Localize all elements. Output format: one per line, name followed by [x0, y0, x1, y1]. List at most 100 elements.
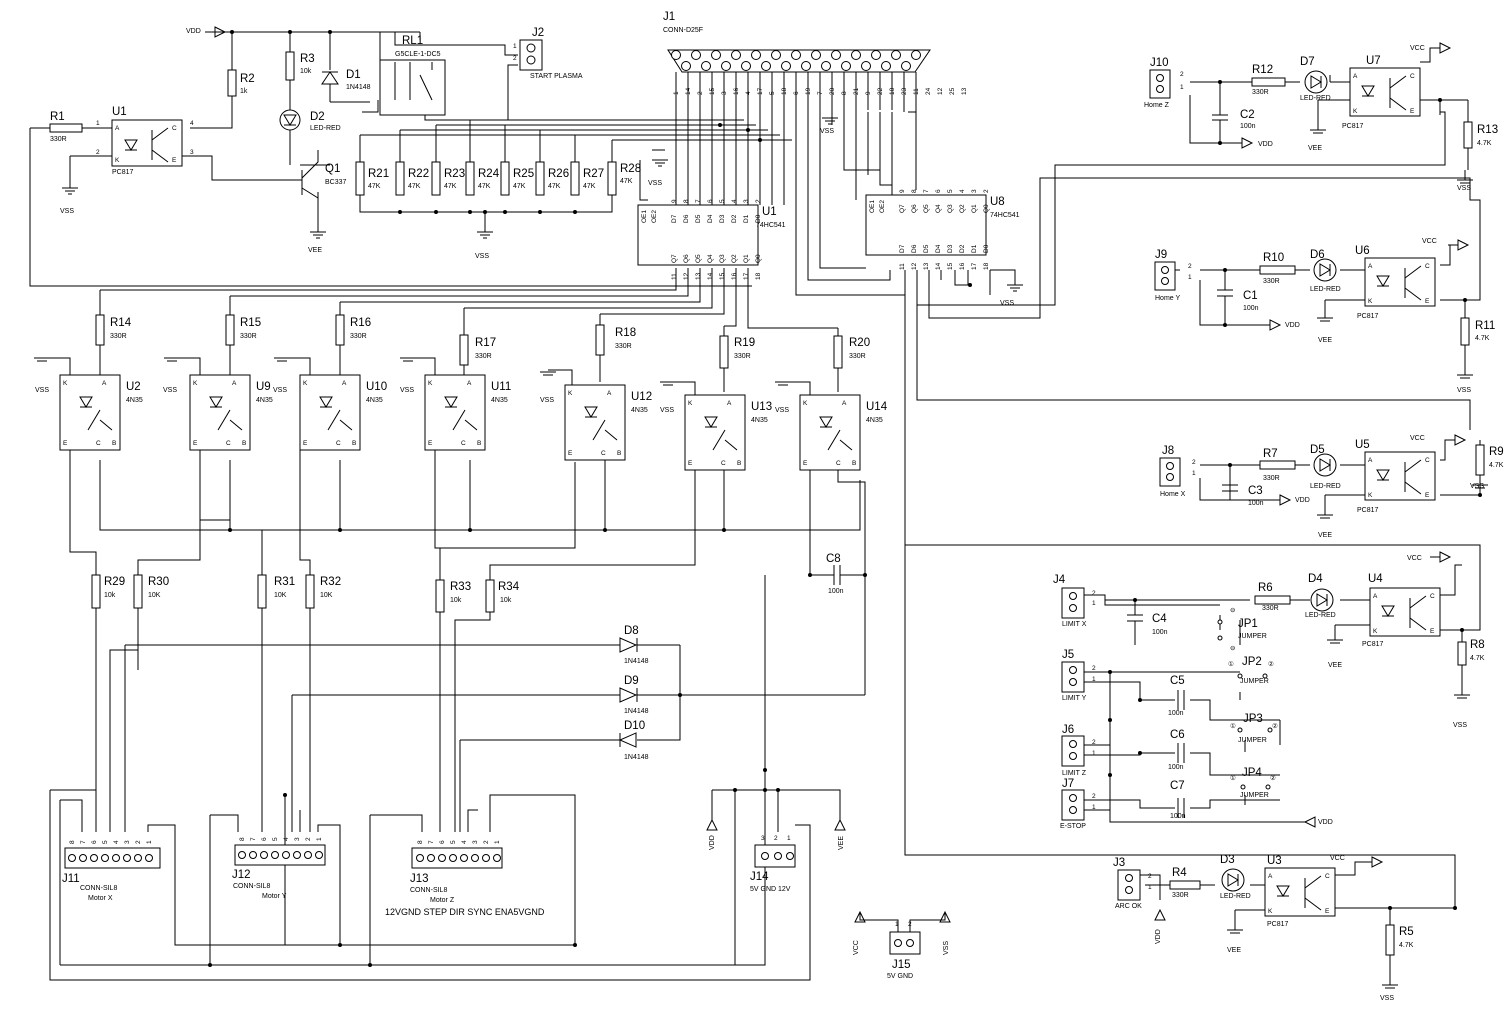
- svg-text:1: 1: [1192, 470, 1196, 477]
- vss-symbol: VSS: [1453, 694, 1470, 729]
- ic-pin-label: Q3: [947, 204, 954, 213]
- vcc-symbol: VCC: [1410, 434, 1467, 446]
- sil-pin-hole: [293, 851, 301, 859]
- j1-pin-hole: [871, 50, 881, 60]
- svg-text:U7: U7: [1366, 55, 1381, 67]
- svg-text:330R: 330R: [110, 333, 127, 340]
- svg-text:U4: U4: [1368, 573, 1383, 585]
- svg-text:100n: 100n: [1170, 813, 1186, 820]
- ic-u8-74hc541: U8 74HC541 Q7D7911Q6D6812Q5D5713Q4D4614Q…: [865, 189, 1020, 270]
- ic-pin-number: 11: [671, 273, 678, 280]
- j1-pin-number: 23: [901, 87, 908, 95]
- svg-text:1N4148: 1N4148: [624, 658, 649, 665]
- ic-pin-label: D6: [683, 214, 690, 223]
- svg-text:R15: R15: [240, 317, 261, 329]
- ic-pin-number: 18: [983, 262, 990, 270]
- sil-pin-number: 6: [439, 840, 446, 844]
- svg-text:VSS: VSS: [540, 397, 554, 404]
- svg-text:C3: C3: [1248, 485, 1263, 497]
- svg-text:10k: 10k: [104, 592, 116, 599]
- svg-text:100n: 100n: [1152, 629, 1168, 636]
- svg-text:U14: U14: [866, 401, 888, 413]
- vdd-symbol: VDD: [1300, 816, 1333, 828]
- ic-pin-label: Q6: [911, 204, 918, 213]
- ic-pin-number: 13: [923, 262, 930, 270]
- sil-pin-number: 5: [450, 840, 457, 844]
- ic-pin-label: Q6: [683, 254, 690, 263]
- svg-text:①: ①: [1230, 774, 1236, 782]
- ic-pin-number: 2: [755, 199, 762, 203]
- svg-text:R20: R20: [849, 337, 870, 349]
- j1-pin-number: 24: [925, 87, 932, 95]
- ic-pin-label: OE1: [869, 200, 876, 213]
- svg-text:R10: R10: [1263, 252, 1284, 264]
- connector-j2: 12 J2 START PLASMA: [513, 27, 583, 80]
- svg-text:U2: U2: [126, 381, 141, 393]
- svg-text:B: B: [242, 440, 246, 447]
- svg-text:VEE: VEE: [1318, 337, 1332, 344]
- svg-text:ARC OK: ARC OK: [1115, 903, 1142, 910]
- sil-pin-hole: [101, 854, 109, 862]
- ic-pin-number: 6: [707, 199, 714, 203]
- j1-pin-hole: [851, 50, 861, 60]
- j1-pin-number: 18: [781, 87, 788, 95]
- svg-text:100n: 100n: [1243, 305, 1259, 312]
- j1-pin-number: 1: [673, 91, 680, 95]
- svg-text:C: C: [721, 460, 726, 467]
- sil-pin-hole: [460, 854, 468, 862]
- svg-text:A: A: [1353, 73, 1358, 80]
- vss-symbol: VSS: [475, 231, 493, 260]
- j1-pin-hole: [841, 61, 851, 71]
- sil-pin-number: 1: [494, 840, 501, 844]
- svg-text:4.7K: 4.7K: [1477, 140, 1492, 147]
- vss-symbol: VSS: [540, 371, 556, 404]
- ic-pin-label: Q1: [971, 204, 978, 213]
- svg-text:A: A: [607, 390, 612, 397]
- svg-text:4N35: 4N35: [866, 417, 883, 424]
- svg-text:VEE: VEE: [1328, 662, 1342, 669]
- svg-text:4.7K: 4.7K: [1489, 462, 1504, 469]
- svg-text:B: B: [477, 440, 481, 447]
- svg-text:VSS: VSS: [475, 253, 489, 260]
- svg-text:U3: U3: [1267, 855, 1282, 867]
- optos-pc817-right: AK CE U7 PC817 AK CE U6 PC817 AK CE U5 P…: [1264, 55, 1441, 928]
- j1-pin-number: 10: [889, 87, 896, 95]
- svg-text:1k: 1k: [240, 88, 248, 95]
- sil-pin-number: 6: [91, 840, 98, 844]
- svg-text:330R: 330R: [1252, 89, 1269, 96]
- sil-pin-number: 4: [461, 840, 468, 844]
- svg-text:①: ①: [1230, 722, 1236, 730]
- svg-text:2: 2: [96, 149, 100, 156]
- svg-text:D10: D10: [624, 720, 645, 732]
- svg-text:1N4148: 1N4148: [624, 754, 649, 761]
- svg-text:C7: C7: [1170, 780, 1185, 792]
- sil-pin-number: 5: [102, 840, 109, 844]
- svg-text:74HC541: 74HC541: [756, 222, 786, 229]
- ic-pin-label: D5: [923, 244, 930, 253]
- svg-text:K: K: [1268, 908, 1273, 915]
- sil-pin-hole: [271, 851, 279, 859]
- svg-text:G5CLE-1-DC5: G5CLE-1-DC5: [395, 51, 441, 58]
- svg-text:K: K: [1353, 108, 1358, 115]
- svg-text:E: E: [193, 440, 198, 447]
- svg-text:LED-RED: LED-RED: [310, 125, 341, 132]
- sil-pin-hole: [282, 851, 290, 859]
- svg-text:R25: R25: [513, 168, 534, 180]
- sil-pin-number: 5: [272, 837, 279, 841]
- svg-text:LED-RED: LED-RED: [1305, 612, 1336, 619]
- opto-u7-pc817: AK CE U7 PC817: [1342, 55, 1421, 130]
- pin-legend: 12VGND STEP DIR SYNC ENA5VGND: [385, 907, 545, 917]
- svg-text:J3: J3: [1113, 857, 1125, 869]
- svg-text:JP3: JP3: [1243, 713, 1263, 725]
- ic-pin-label: Q2: [731, 254, 738, 263]
